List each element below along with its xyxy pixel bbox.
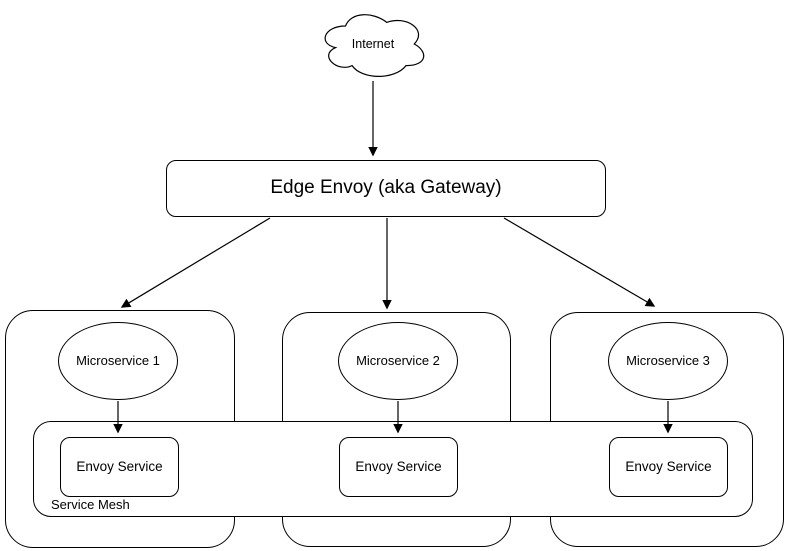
edge-envoy-gateway-node: Edge Envoy (aka Gateway) <box>166 160 606 217</box>
envoy-service-1-label: Envoy Service <box>76 458 163 474</box>
envoy-service-2-label: Envoy Service <box>355 458 442 474</box>
envoy-service-3-label: Envoy Service <box>625 458 712 474</box>
edge-envoy-gateway-label: Edge Envoy (aka Gateway) <box>270 177 502 199</box>
microservice-2-label: Microservice 2 <box>356 353 440 369</box>
microservice-3-node: Microservice 3 <box>608 322 728 400</box>
microservice-2-node: Microservice 2 <box>338 322 458 400</box>
microservice-3-label: Microservice 3 <box>626 353 710 369</box>
service-mesh-label: Service Mesh <box>51 497 130 513</box>
envoy-service-2-node: Envoy Service <box>339 437 458 497</box>
envoy-service-1-node: Envoy Service <box>60 437 179 497</box>
arrow-gateway-to-microservice-1 <box>120 217 271 308</box>
microservice-1-label: Microservice 1 <box>76 353 160 369</box>
envoy-service-3-node: Envoy Service <box>609 437 728 497</box>
internet-node-label: Internet <box>351 37 395 51</box>
microservice-1-node: Microservice 1 <box>58 322 178 400</box>
arrow-gateway-to-microservice-3 <box>503 217 656 307</box>
